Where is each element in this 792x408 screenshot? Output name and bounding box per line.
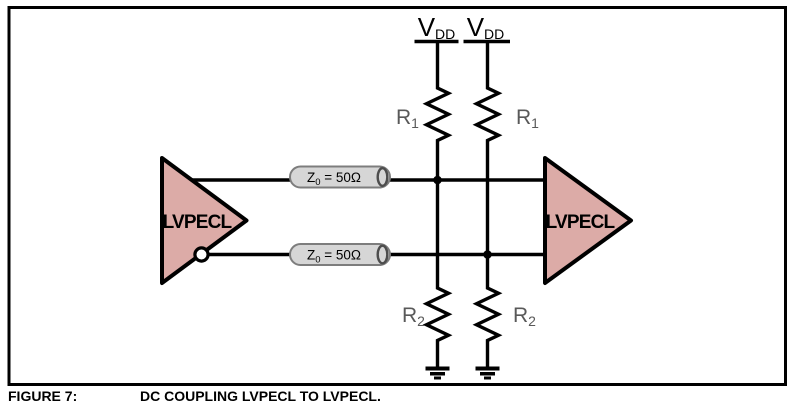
tline-top-z-sub: 0 (315, 177, 320, 188)
ground-bar (475, 366, 500, 371)
vdd-left-symbol: V (418, 12, 436, 42)
lvpecl-driver-label: LVPECL (163, 212, 233, 233)
r1-label-left: R1 (396, 106, 419, 131)
tline-top-value: = 50Ω (321, 170, 362, 185)
tline-top-z: Z (307, 170, 315, 185)
tline-bottom-body (289, 243, 391, 266)
ground-bar (484, 376, 491, 380)
figure-frame (7, 6, 787, 386)
vdd-label-left: VDD (418, 12, 456, 42)
r2-right-symbol: R (513, 304, 528, 327)
figure-title: DC COUPLING LVPECL TO LVPECL. (140, 388, 381, 404)
r1-right-subscript: 1 (531, 115, 539, 131)
tline-bottom-endcap (376, 244, 389, 265)
r2-label-left: R2 (402, 304, 425, 329)
inversion-bubble (193, 246, 210, 263)
r2-left-subscript: 2 (417, 313, 425, 329)
r2-right-subscript: 2 (528, 313, 536, 329)
tline-bottom-symbol: Z0 = 50Ω (289, 243, 391, 266)
tline-top-symbol: Z0 = 50Ω (289, 165, 391, 189)
tline-bottom-z: Z (307, 248, 315, 263)
tline-top-label: Z0 = 50Ω (307, 170, 361, 188)
figure-number: FIGURE 7: (8, 388, 78, 404)
tline-bottom-label: Z0 = 50Ω (307, 248, 361, 266)
lvpecl-receiver-triangle (543, 156, 633, 285)
r1-r2-rail-right (472, 40, 503, 367)
junction-dot-bottom (483, 250, 492, 259)
r2-left-symbol: R (402, 304, 417, 327)
ground-symbol-right (475, 366, 500, 380)
r2-label-right: R2 (513, 304, 536, 329)
ground-symbol-left (425, 366, 450, 380)
tline-top-endcap (376, 166, 389, 187)
tline-bottom-value: = 50Ω (321, 248, 362, 263)
tline-top-body (289, 165, 391, 189)
ground-bar (434, 376, 441, 380)
lvpecl-receiver-label: LVPECL (546, 212, 616, 233)
vdd-right-subscript: DD (484, 26, 504, 42)
vdd-left-subscript: DD (435, 26, 455, 42)
r1-r2-rail-left (422, 40, 453, 367)
r1-right-symbol: R (516, 106, 531, 129)
r1-label-right: R1 (516, 106, 539, 131)
vdd-right-symbol: V (467, 12, 485, 42)
tline-bottom-z-sub: 0 (315, 255, 320, 266)
figure-caption: FIGURE 7: DC COUPLING LVPECL TO LVPECL. (8, 388, 788, 404)
vdd-label-right: VDD (467, 12, 505, 42)
ground-bar (480, 372, 495, 376)
wires-group (190, 39, 548, 367)
ground-bar (430, 372, 445, 376)
junction-dot-top (433, 175, 442, 185)
ground-bar (425, 366, 450, 371)
r1-left-symbol: R (396, 106, 411, 129)
r1-left-subscript: 1 (411, 115, 419, 131)
